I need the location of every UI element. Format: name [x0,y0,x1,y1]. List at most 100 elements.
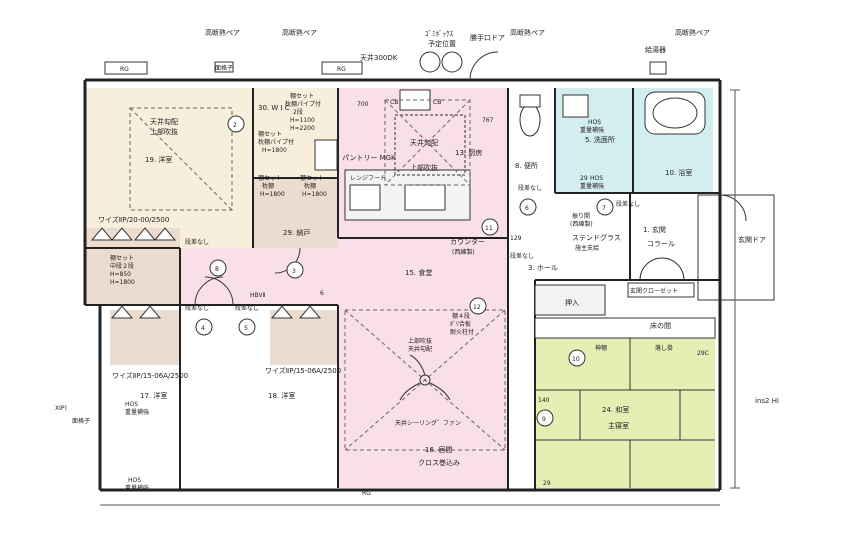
hos-3-label: HOS [125,401,138,408]
marker-text-8: 6 [525,205,529,212]
oshiire-label: 押入 [565,298,579,307]
exterior-objects [104,51,667,75]
marker-text-10: 10 [572,356,580,363]
closet-17-label: ワイズⅡP/15-06A/2500 [112,371,188,380]
xip-label: XIP) [55,405,67,412]
garbage-label-2: 予定位置 [428,39,456,48]
rg-label-1: RG [120,66,129,73]
kitchen-fixtures [314,89,471,221]
h850-label: H=850 [110,271,131,278]
right-dimension-marks [100,89,740,506]
bath-label: 10. 浴室 [665,168,692,177]
living-ceiling-2-label: 天井勾配 [408,345,432,353]
counter-sub-label: (西練製) [452,248,475,256]
marker-text-21: 29 [543,480,551,487]
counter-label: カウンター [450,237,485,246]
japanese-fill [535,338,715,488]
toilet-label: 8. 便所 [515,161,538,170]
ceiling-fan-label: 天井シーリング゛ファン [395,419,461,427]
tokonoma-label: 床の間 [650,321,671,330]
hall-label: 3. ホール [528,264,558,272]
closet-west-fill [85,228,180,304]
shelf-set-4-label: 棚セット [300,174,324,182]
marker-text-16: 767 [482,117,494,124]
dining-fill [338,238,508,488]
range-hood-label: レンジフード [350,175,386,182]
ink-label: ins2 Hi [755,397,779,405]
hall-fill [180,248,338,304]
kitchen-label: 13. 厨房 [455,148,482,157]
shelf-4tier-2-label: 耐火柱付 [450,328,474,336]
living-ceiling-label: 上部吹抜 [408,337,432,345]
markers-circles [195,115,614,427]
entrance-door-label: 玄関ドア [738,235,766,244]
entrance-label: 1. 玄関 [643,225,666,234]
kitchen-upper-label: 上部吹抜 [410,163,438,172]
wic-label: 30. W I C [258,104,290,112]
outer-walls [83,78,722,492]
no-step-5-label: 段差なし [518,184,542,192]
hanger-2-label: 枕棚パイプ付 [285,100,321,108]
closet-18-fill [270,310,338,365]
h1800-a-label: H=1800 [262,147,287,154]
hos-1-label: HOS [588,119,601,126]
closet-doors [90,227,322,319]
marker-text-17: 700 [357,101,369,108]
no-step-3-label: 段差なし [235,304,259,312]
marker-text-13: 140 [538,397,550,404]
ceiling-slope-label: 天井勾配 [150,117,178,126]
hbv-label: HBVⅡ [250,292,266,299]
upper-ceiling-label: 上部吹抜 [150,127,178,136]
marker-text-2: 3 [292,268,296,275]
shelf-4-label: 枕棚 [304,182,316,190]
ceiling-lines [129,99,506,451]
marker-text-11: 9 [542,416,546,423]
marker-text-4: 4 [201,325,205,332]
dining-label: 15. 食堂 [405,268,432,277]
no-step-1-label: 段差なし [185,238,209,246]
grille-label: 面格子 [215,64,233,72]
h2200-label: H=2200 [290,125,315,132]
japanese-label: 24. 和室 [602,405,629,414]
rg-label-2: RG [337,66,346,73]
cross-label: クロス巻込み [418,458,460,467]
western-19-label: 19. 洋室 [145,155,172,164]
marker-text-15: 6 [320,290,324,297]
closet-west-label: ワイズⅡP/20-00/2500 [98,215,169,224]
middle-2-label: 中段２段 [110,262,134,270]
h1800-c-label: H=1800 [302,191,327,198]
entrance-parts [534,194,775,488]
shelf-set-3-label: 棚セット [258,174,282,182]
h1100-label: H=1100 [290,117,315,124]
no-step-4-label: 段差なし [510,252,534,260]
marker-text-1: 2 [233,122,237,129]
hos-4-label: HOS [128,477,141,484]
reinforce-2-label: 重量補強 [580,182,604,190]
ceiling-label: 天井300DK [360,53,398,62]
vent-label-4: 高断熱ペア [675,28,710,37]
marker-text-18: CB [390,99,398,106]
marker-text-9: 7 [602,205,606,212]
shelf-set-1-label: 棚セット [290,92,314,100]
entrance-closet-label: 玄関クローゼット [630,287,678,295]
no-step-6-label: 段差なし [616,200,640,208]
living-label: 16. 居間 [425,446,452,454]
shelf-3-label: 枕棚 [262,182,274,190]
western-17-label: 17. 洋室 [140,391,167,400]
marker-text-20: 29C [697,350,709,357]
marker-text-5: 5 [244,325,248,332]
storage-fill [253,178,338,248]
water-heater-label: 給湯器 [645,45,666,54]
vent-label-1: 高断熱ペア [205,28,240,37]
shelf-set-5-label: 棚セット [110,254,134,262]
two-tier-label: 2段 [293,108,303,116]
shinkabe-label: 神棚 [595,344,607,352]
closet-18-label: ワイズⅡP/15-06A/2500 [265,366,341,375]
marker-text-3: 8 [215,266,219,273]
vent-label-3: 高断熱ペア [510,28,545,37]
hanger-single-label: 枕棚パイプ付 [258,138,294,146]
marker-text-19: CB [433,99,441,106]
h1800-d-label: H=1800 [110,279,135,286]
grille-left-label: 面格子 [72,417,90,425]
master-label: 主寝室 [608,421,629,430]
